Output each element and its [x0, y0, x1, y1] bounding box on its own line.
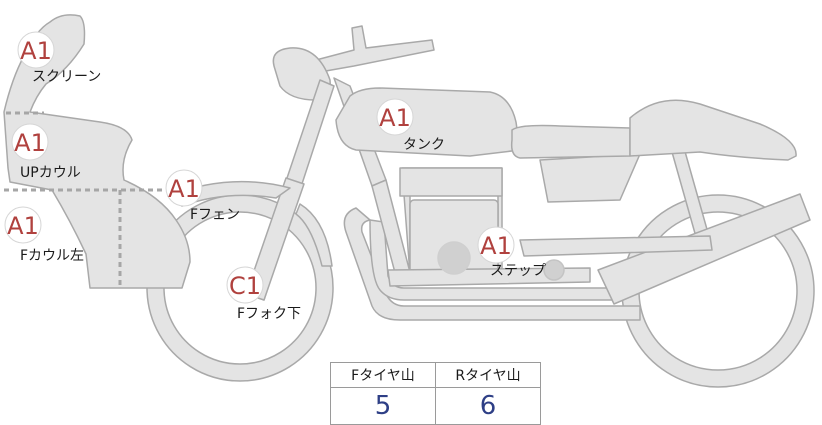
cowl-section-dividers [4, 111, 178, 286]
motorcycle-illustration [3, 14, 815, 388]
part-step: A1 ステップ [477, 226, 546, 279]
part-label: Fフォク下 [237, 306, 301, 322]
grade-badge-text: A1 [168, 175, 200, 203]
grade-badge-circle [11, 123, 49, 161]
side-cover [539, 153, 641, 203]
grade-badge-circle [376, 98, 414, 136]
part-screen: A1 スクリーン [17, 31, 101, 85]
part-tank: A1 タンク [376, 98, 445, 153]
grade-badge-circle [477, 226, 515, 264]
grade-badge-circle [226, 266, 264, 304]
frame-cradle [387, 267, 591, 287]
part-label: スクリーン [32, 69, 101, 85]
swingarm [519, 235, 713, 257]
part-label: タンク [403, 137, 445, 153]
part-badges: A1スクリーンA1UPカウルA1Fカウル左A1FフェンC1Fフォク下A1タンクA… [4, 31, 546, 322]
cowl [3, 14, 191, 289]
tire-tread-table: Fタイヤ山 Rタイヤ山 5 6 [330, 362, 541, 425]
seat [510, 124, 631, 159]
grade-badge-text: A1 [14, 129, 46, 157]
grade-badge-circle [17, 31, 55, 69]
exhaust-lower [343, 207, 641, 321]
part-label: Fフェン [190, 207, 240, 223]
grade-badge-circle [4, 206, 42, 244]
rear-tire-header: Rタイヤ山 [435, 362, 541, 388]
front-tire-value: 5 [330, 387, 436, 425]
engine-sensor [437, 241, 471, 275]
part-label: UPカウル [20, 165, 81, 181]
rear-tire-value: 6 [435, 387, 541, 425]
grade-badge-circle [165, 169, 203, 207]
step-dot [543, 259, 565, 281]
grade-badge-text: A1 [480, 232, 512, 260]
part-label: Fカウル左 [20, 248, 84, 264]
grade-badge-text: A1 [20, 37, 52, 65]
handlebar [315, 25, 435, 73]
headlight [272, 47, 331, 101]
part-label: ステップ [490, 263, 546, 279]
grade-badge-text: A1 [7, 212, 39, 240]
front-fender-tail [295, 203, 333, 267]
fork-lower [245, 177, 305, 301]
seat-rear [629, 99, 797, 161]
grade-badge-text: C1 [229, 272, 261, 300]
front-tire-header: Fタイヤ山 [330, 362, 436, 388]
grade-badge-text: A1 [379, 104, 411, 132]
engine-cylinder [399, 167, 503, 197]
